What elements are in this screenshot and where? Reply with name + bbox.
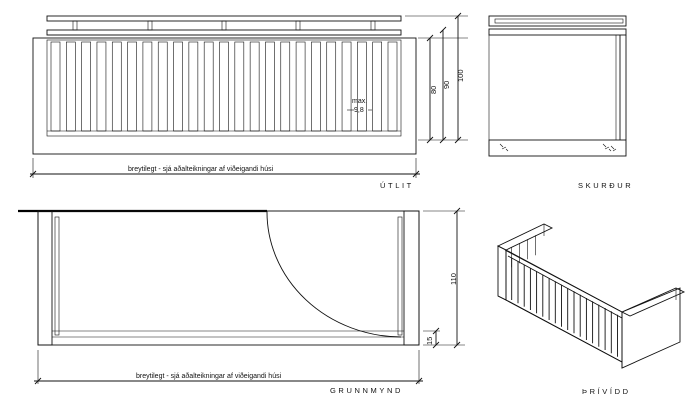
elevation-baluster xyxy=(311,41,321,132)
elevation-handrail-top xyxy=(46,15,402,22)
section-slab xyxy=(488,139,627,157)
elevation-height-dimensions xyxy=(405,12,468,144)
elevation-baluster xyxy=(372,41,382,132)
elevation-baluster xyxy=(127,41,137,132)
elevation-handrail-lower xyxy=(46,29,402,36)
elevation-outer-frame xyxy=(32,37,417,155)
elevation-baluster xyxy=(142,41,153,132)
perspective-front-face xyxy=(505,249,623,363)
elevation-baluster xyxy=(219,41,229,132)
elevation-view: max. 9,8 80 90 100 xyxy=(29,12,468,190)
elevation-dim-100: 100 xyxy=(456,69,465,82)
perspective-right-block xyxy=(621,287,681,369)
elevation-width-note: breytilegt - sjá aðalteikningar af viðei… xyxy=(128,165,274,173)
plan-depth-dimensions xyxy=(423,207,465,349)
elevation-balusters xyxy=(50,41,398,132)
plan-title: GRUNNMYND xyxy=(330,386,403,395)
elevation-baluster xyxy=(173,41,183,132)
perspective-view: ÞRÍVÍDD xyxy=(496,223,686,396)
plan-dim-110: 110 xyxy=(449,273,458,285)
elevation-baluster xyxy=(295,41,306,132)
elevation-baluster xyxy=(188,41,199,132)
elevation-baluster xyxy=(265,41,275,132)
elevation-dim-90: 90 xyxy=(442,81,451,89)
elevation-baluster xyxy=(66,41,76,132)
elevation-baluster xyxy=(81,41,91,132)
plan-outer-frame xyxy=(37,210,420,346)
elevation-baluster xyxy=(203,41,214,132)
elevation-gap-max-value: 9,8 xyxy=(354,107,364,114)
elevation-handrail-posts xyxy=(72,20,376,31)
elevation-width-dimension xyxy=(29,158,420,178)
elevation-baluster xyxy=(111,41,122,132)
section-handrail-top xyxy=(488,15,627,27)
elevation-baluster xyxy=(249,41,260,132)
plan-width-note: breytilegt - sjá aðalteikningar af viðei… xyxy=(136,372,282,380)
plan-door-swing xyxy=(266,210,402,338)
elevation-gap-max-label: max. xyxy=(352,98,367,105)
perspective-title: ÞRÍVÍDD xyxy=(582,387,631,396)
elevation-baluster xyxy=(357,41,367,132)
plan-width-dimension xyxy=(34,350,423,385)
elevation-baluster xyxy=(387,41,398,132)
elevation-baluster xyxy=(96,41,107,132)
elevation-title: ÚTLIT xyxy=(380,181,414,190)
elevation-baluster xyxy=(234,41,245,132)
elevation-inner-frame xyxy=(46,39,402,137)
elevation-baluster xyxy=(326,41,337,132)
elevation-baluster xyxy=(280,41,291,132)
section-title: SKURÐUR xyxy=(578,181,633,190)
elevation-baluster xyxy=(157,41,168,132)
perspective-balusters xyxy=(511,235,618,357)
elevation-baluster xyxy=(341,41,352,132)
perspective-left-side xyxy=(497,245,507,301)
section-view: SKURÐUR xyxy=(488,15,633,190)
elevation-dim-80: 80 xyxy=(429,86,438,94)
plan-dim-15: 15 xyxy=(425,337,434,345)
section-anchor-marks xyxy=(499,143,617,152)
plan-view: 110 15 breytilegt - sjá aðalteikningar a… xyxy=(18,207,465,395)
elevation-baluster xyxy=(50,41,61,132)
